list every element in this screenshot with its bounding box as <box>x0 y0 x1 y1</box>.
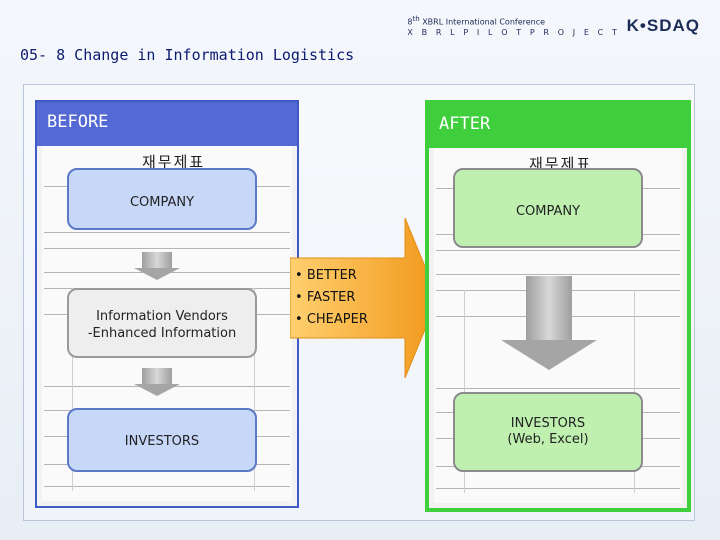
before-investors-box: INVESTORS <box>67 408 257 472</box>
after-investors-box: INVESTORS (Web, Excel) <box>453 392 643 472</box>
vendors-line-2: -Enhanced Information <box>87 326 237 341</box>
after-investors-line-2: (Web, Excel) <box>507 432 589 447</box>
conference-name: XBRL International Conference <box>422 17 546 27</box>
page-title: 05- 8 Change in Information Logistics <box>20 46 355 64</box>
before-company-box: COMPANY <box>67 168 257 230</box>
after-investors-line-1: INVESTORS <box>510 416 586 431</box>
benefit-item: BETTER <box>295 265 368 287</box>
after-company-box: COMPANY <box>453 168 643 248</box>
conference-label: 8th XBRL International Conference X B R … <box>407 14 620 38</box>
kosdaq-logo: K•SDAQ <box>626 16 700 35</box>
vendors-line-1: Information Vendors <box>96 309 228 324</box>
before-title: BEFORE <box>37 102 297 146</box>
before-company-label: COMPANY <box>129 195 195 210</box>
benefit-item: CHEAPER <box>295 309 368 331</box>
before-doc-title: 재무제표 <box>142 153 206 171</box>
project-label: X B R L P I L O T P R O J E C T <box>407 27 620 37</box>
conference-sup: th <box>412 15 420 23</box>
benefit-item: FASTER <box>295 287 368 309</box>
conference-prefix: 8 <box>407 17 413 27</box>
header-bar: 8th XBRL International Conference X B R … <box>0 0 720 40</box>
before-panel: BEFORE 재무제표 COMPANY Information Vendors … <box>35 100 299 508</box>
after-company-label: COMPANY <box>515 204 581 219</box>
after-title: AFTER <box>429 104 687 148</box>
before-investors-label: INVESTORS <box>124 434 200 449</box>
benefits-list: BETTER FASTER CHEAPER <box>295 265 368 331</box>
after-panel: AFTER 재무제표 COMPANY INVESTORS (Web, Excel… <box>425 100 691 512</box>
information-vendors-box: Information Vendors -Enhanced Informatio… <box>67 288 257 358</box>
